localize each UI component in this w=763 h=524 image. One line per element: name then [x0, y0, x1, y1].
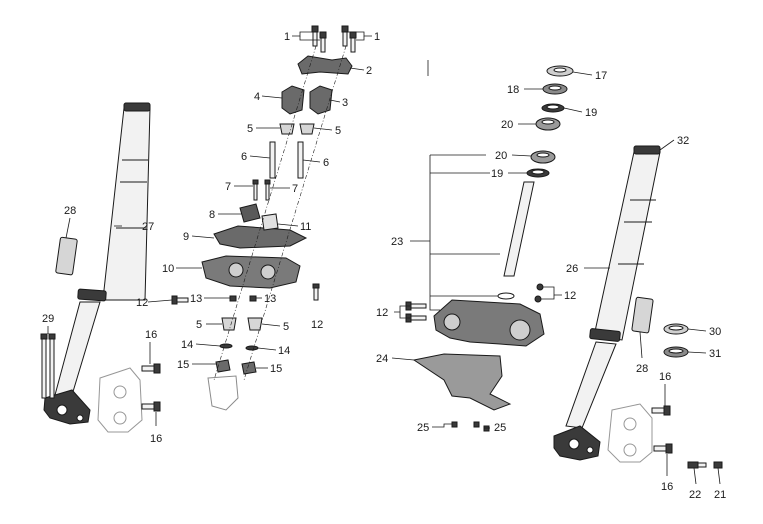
callout-26: 26: [566, 263, 578, 275]
lower-caps: [215, 359, 257, 375]
callout-2: 2: [366, 65, 372, 77]
callout-3: 3: [342, 97, 348, 109]
fork-seal-rings: [663, 323, 689, 358]
callout-6: 6: [241, 151, 247, 163]
callout-12: 12: [564, 290, 576, 302]
callout-25: 25: [417, 422, 429, 434]
callout-5: 5: [247, 123, 253, 135]
axle-parts: [687, 461, 723, 469]
handlebar-studs: [269, 141, 304, 179]
upper-bushings: [279, 123, 315, 135]
left-caliper-bolts: [141, 363, 161, 412]
callout-1: 1: [284, 31, 290, 43]
callout-27: 27: [142, 221, 154, 233]
callout-19: 19: [491, 168, 503, 180]
callout-13: 13: [264, 293, 276, 305]
callout-5: 5: [196, 319, 202, 331]
lower-bushings: [221, 317, 263, 331]
leader-lines: [47, 31, 721, 485]
callout-16: 16: [150, 433, 162, 445]
left-fork-leg: [43, 102, 151, 425]
lower-small-washers: [229, 295, 257, 302]
callout-16: 16: [661, 481, 673, 493]
callout-23: 23: [391, 236, 403, 248]
callout-28: 28: [64, 205, 76, 217]
callout-29: 29: [42, 313, 54, 325]
callout-5: 5: [283, 321, 289, 333]
left-brake-caliper: [97, 367, 143, 433]
upper-handlebar-clamp: [297, 55, 353, 75]
steering-stem-shaft: [503, 181, 535, 277]
callout-16: 16: [659, 371, 671, 383]
headlight-bracket: [412, 353, 512, 411]
stem-cap: [261, 213, 279, 231]
pinch-bolts-left: [171, 295, 189, 305]
lower-triple-clamp: [201, 255, 301, 289]
top-yoke-plate: [213, 225, 308, 249]
right-fork-guard: [631, 296, 654, 334]
lower-spacers: [219, 343, 259, 351]
callout-16: 16: [145, 329, 157, 341]
callout-28: 28: [636, 363, 648, 375]
pinch-bolts-right: [312, 283, 320, 301]
upper-clamp-bolts: [311, 25, 357, 53]
callout-21: 21: [714, 489, 726, 501]
callout-12: 12: [376, 307, 388, 319]
callout-11: 11: [300, 221, 311, 233]
left-fork-guard: [55, 236, 78, 276]
bracket-bolts: [451, 421, 490, 432]
callout-5: 5: [335, 125, 341, 137]
callout-12: 12: [136, 297, 148, 309]
callout-17: 17: [595, 70, 607, 82]
right-fork-leg: [553, 145, 661, 461]
steering-stem-nut: [239, 203, 261, 223]
callout-7: 7: [292, 183, 298, 195]
callout-1: 1: [374, 31, 380, 43]
callout-13: 13: [190, 293, 202, 305]
steering-lock-ghost: [207, 375, 239, 411]
callout-4: 4: [254, 91, 260, 103]
callout-18: 18: [507, 84, 519, 96]
callout-15: 15: [177, 359, 189, 371]
callout-14: 14: [278, 345, 290, 357]
callout-10: 10: [162, 263, 174, 275]
callout-12: 12: [311, 319, 323, 331]
callout-25: 25: [494, 422, 506, 434]
callout-8: 8: [209, 209, 215, 221]
callout-9: 9: [183, 231, 189, 243]
top-yoke-bolts: [252, 179, 271, 201]
callout-32: 32: [677, 135, 689, 147]
callout-15: 15: [270, 363, 282, 375]
callout-31: 31: [709, 348, 721, 360]
lower-handlebar-clamps: [281, 85, 333, 115]
callout-22: 22: [689, 489, 701, 501]
callout-30: 30: [709, 326, 721, 338]
callout-14: 14: [181, 339, 193, 351]
stem-bearings-stack: [526, 65, 574, 178]
callout-6: 6: [323, 157, 329, 169]
callout-labels: 1 1 2 3 4 5 5 6 6 7 7 8 11 9 10 12 13 13…: [42, 31, 726, 501]
callout-24: 24: [376, 353, 388, 365]
callout-19: 19: [585, 107, 597, 119]
callout-7: 7: [225, 181, 231, 193]
callout-20: 20: [501, 119, 513, 131]
axle-pinch-bolts: [40, 333, 56, 399]
right-caliper-bolts: [651, 405, 673, 454]
right-brake-caliper: [607, 403, 653, 463]
callout-20: 20: [495, 150, 507, 162]
